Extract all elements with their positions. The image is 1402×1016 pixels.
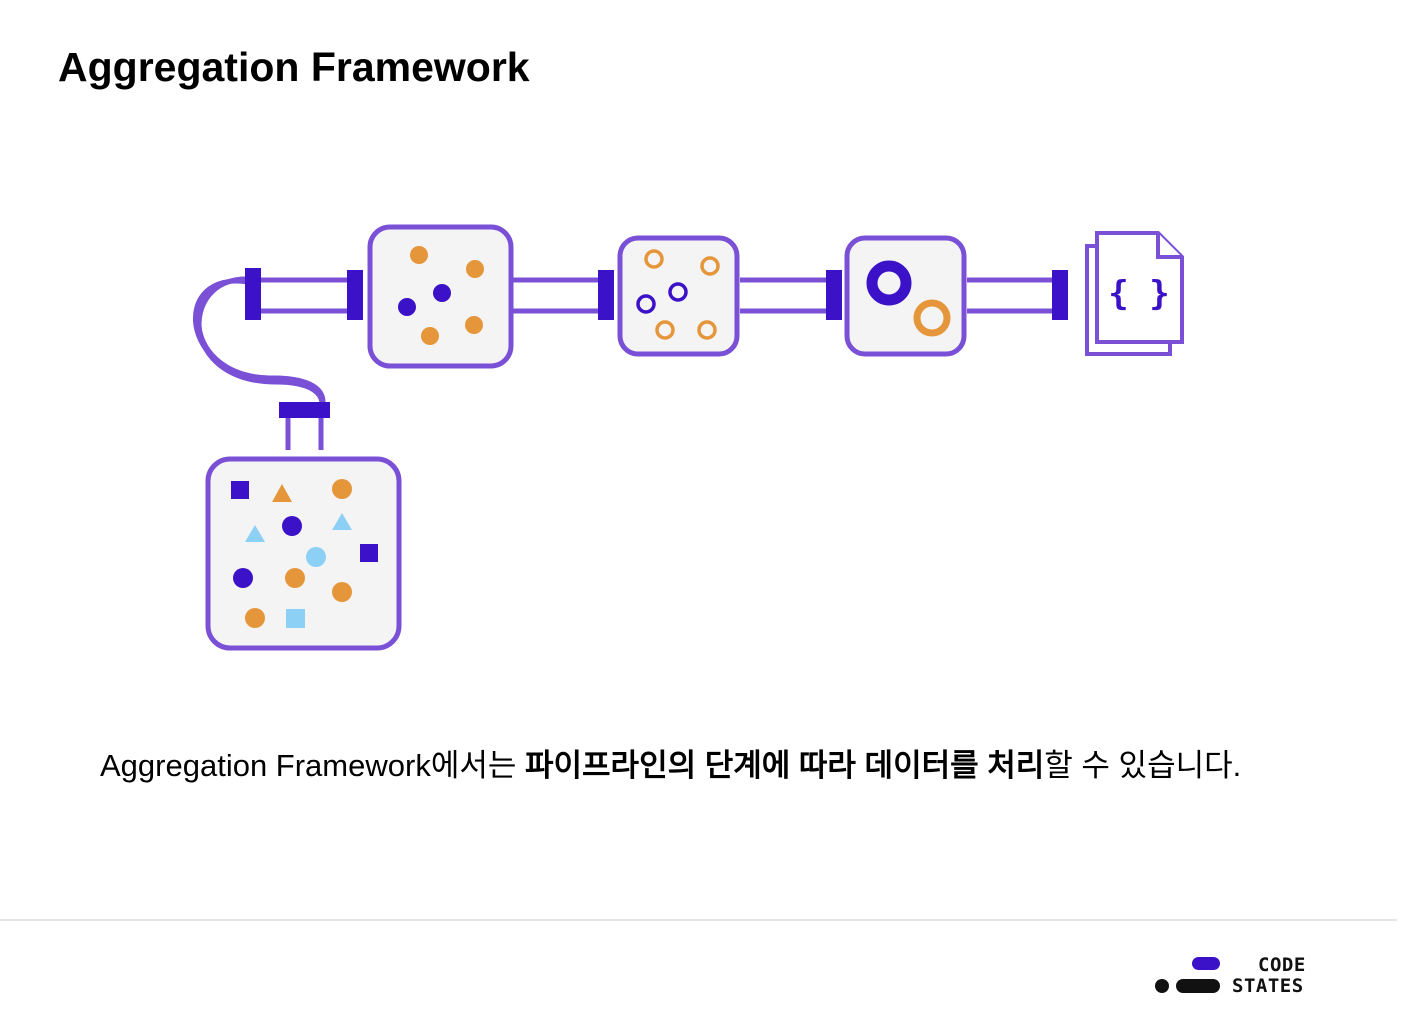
input-pipe-curve xyxy=(196,276,325,407)
caption-suffix: 할 수 있습니다. xyxy=(1044,748,1242,783)
caption-prefix: Aggregation Framework에서는 xyxy=(100,748,525,783)
pipeline-diagram: { } xyxy=(193,224,1184,651)
caption-bold-highlight: 파이프라인의 단계에 따라 데이터를 처리 xyxy=(525,748,1045,783)
stage-match-box xyxy=(367,224,514,369)
source-data-box xyxy=(205,456,402,651)
logo-mark-dot xyxy=(1155,979,1169,993)
connectors xyxy=(261,277,1052,314)
document-braces: { } xyxy=(1108,274,1169,314)
footer-divider xyxy=(0,919,1397,921)
output-document-icon xyxy=(1085,231,1184,356)
logo-mark-bar xyxy=(1176,979,1220,993)
stage-group-box xyxy=(844,235,967,357)
codestates-logo: CODE STATES xyxy=(1152,952,1322,998)
pipe-flange-bottom xyxy=(279,402,330,418)
logo-mark-pill xyxy=(1192,957,1220,970)
logo-word-code: CODE xyxy=(1258,954,1306,976)
slide-title: Aggregation Framework xyxy=(58,44,530,90)
stage-project-box xyxy=(617,235,740,357)
caption-text: Aggregation Framework에서는 파이프라인의 단계에 따라 데… xyxy=(100,740,1350,785)
pipe-flange-top xyxy=(245,268,261,320)
logo-word-states: STATES xyxy=(1232,975,1304,997)
connector-flanges xyxy=(347,270,1068,320)
